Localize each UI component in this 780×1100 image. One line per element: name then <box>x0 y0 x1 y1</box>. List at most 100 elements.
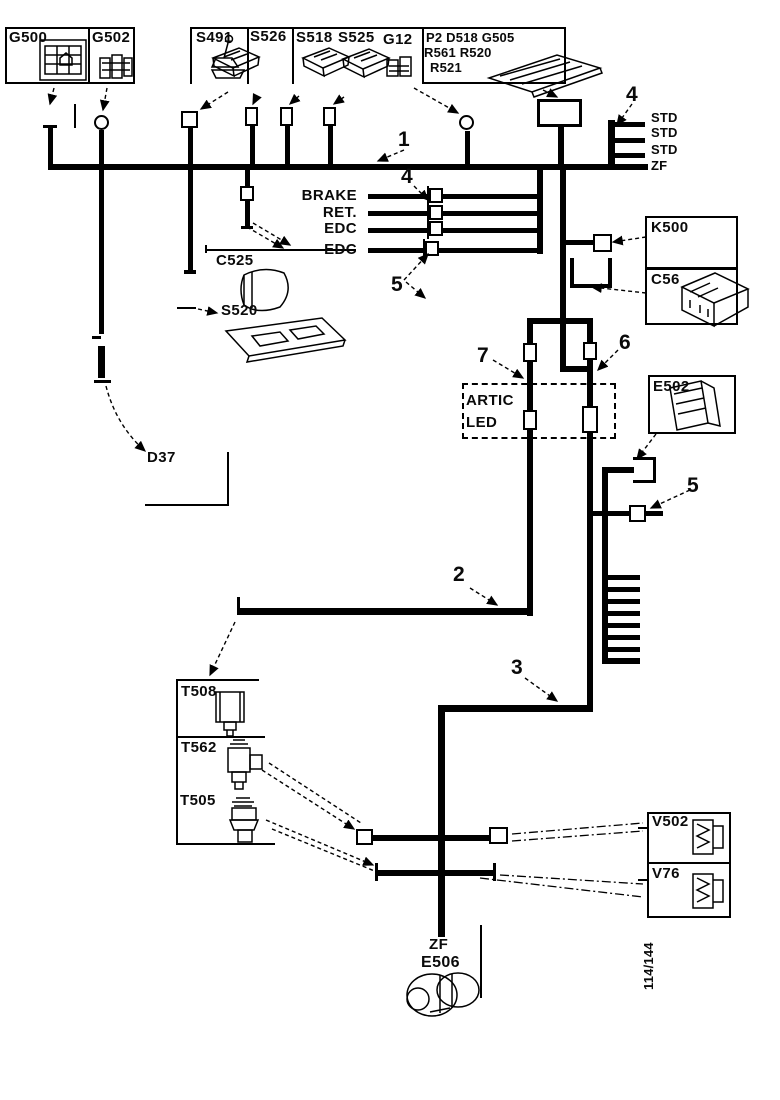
index-4-top: 4 <box>626 83 638 106</box>
wire-junction-bar <box>527 318 593 324</box>
sensor-icon-t562 <box>227 739 263 790</box>
wire-stub-panel <box>558 127 564 167</box>
wire-edc1 <box>368 228 540 233</box>
wire-comb-spine <box>608 120 615 168</box>
leader-g500 <box>47 87 58 106</box>
wire-v76-cross <box>378 870 496 876</box>
comb-tooth <box>608 575 640 580</box>
inline-connector-brake <box>429 188 443 203</box>
c56-bracket-left <box>570 258 574 288</box>
wire-stub-s525 <box>328 126 333 166</box>
index-2: 2 <box>453 563 465 586</box>
connector-icon-g12 <box>386 56 412 77</box>
wire-main-bus <box>48 164 648 170</box>
label-zf-bottom: ZF <box>429 936 449 953</box>
leader-7 <box>492 359 525 379</box>
leader-panel <box>542 88 559 98</box>
comb-tooth-std <box>615 122 645 127</box>
t-box-left <box>176 680 178 844</box>
wire-vertical-6 <box>587 324 593 712</box>
index-6: 6 <box>619 331 631 354</box>
sensor-icon-t508 <box>215 691 245 737</box>
connector-panel <box>537 99 582 127</box>
label-c56: C56 <box>651 271 680 288</box>
label-panel-line3: R521 <box>430 60 462 75</box>
comb-tooth <box>608 611 640 616</box>
leader-s518 <box>288 93 301 105</box>
label-g502: G502 <box>92 29 131 46</box>
splice-tick <box>92 336 101 339</box>
wire-end-tip <box>241 226 253 229</box>
leader-s520 <box>197 306 219 316</box>
wire-right-vertical <box>560 170 566 322</box>
c56-bracket-right <box>608 258 612 288</box>
leader-e502 <box>636 433 657 461</box>
leader-1 <box>376 149 405 162</box>
leader-k500 <box>611 235 647 246</box>
callout-divider <box>88 27 90 84</box>
leader-tick <box>74 104 76 128</box>
leader-3 <box>524 677 559 702</box>
leader-6 <box>597 349 619 371</box>
inline-connector-edc2 <box>425 241 439 256</box>
v-box-divider <box>647 862 731 864</box>
inline-connector-c525 <box>240 186 254 201</box>
t-box-divider <box>176 736 265 738</box>
wire-stub-e502 <box>602 467 634 473</box>
inline-connector <box>523 410 537 430</box>
sensor-icon-t505 <box>228 797 260 843</box>
label-t508: T508 <box>181 683 217 700</box>
label-e506: E506 <box>421 954 460 971</box>
label-v76: V76 <box>652 865 680 882</box>
terminal-tick <box>237 597 240 615</box>
index-3: 3 <box>511 656 523 679</box>
leader-s526 <box>252 93 262 106</box>
wire-ret <box>368 211 540 216</box>
wire-branch-k500 <box>566 240 594 245</box>
leader-t508 <box>209 621 236 677</box>
comb-tooth-bottom <box>602 658 640 664</box>
artic-led-dashed-box <box>462 383 616 439</box>
callout-box-e502 <box>648 375 736 434</box>
label-edc-1: EDC <box>324 220 357 237</box>
leader-c525-b <box>252 222 292 246</box>
leader-2 <box>469 587 499 606</box>
comb-tooth-std <box>615 138 645 143</box>
leader-c525-a <box>246 226 285 249</box>
connector-left <box>356 829 373 845</box>
index-7: 7 <box>477 344 489 367</box>
comb-tooth <box>608 647 640 652</box>
wire-d37-segment <box>98 346 105 378</box>
label-brake: BRAKE <box>301 187 357 204</box>
label-d37: D37 <box>147 449 176 466</box>
index-5-right: 5 <box>687 474 699 497</box>
wire-stub-g500 <box>48 128 53 166</box>
comb-tooth-std <box>615 153 645 158</box>
label-k500: K500 <box>651 219 689 236</box>
inline-connector-5 <box>629 505 646 522</box>
connector-tick <box>423 239 425 258</box>
terminal-tick <box>94 380 111 383</box>
label-s491: S491 <box>196 29 233 46</box>
wire-edc2 <box>368 248 540 253</box>
wire-branch-5 <box>593 511 663 516</box>
leader-d37 <box>105 385 147 452</box>
leader-v502-a <box>511 822 644 835</box>
wire-end-tip <box>184 270 196 274</box>
ring-terminal-g502 <box>94 115 109 130</box>
index-5-mid: 5 <box>391 273 403 296</box>
leader-5-right <box>649 489 691 509</box>
connector-s491 <box>181 111 198 128</box>
leader-tick <box>205 245 207 253</box>
callout-divider <box>247 27 249 84</box>
label-t562: T562 <box>181 739 217 756</box>
switch-icon-s525 <box>341 48 391 79</box>
leader-t562-b <box>268 762 362 824</box>
connector-tick <box>427 203 429 222</box>
index-1: 1 <box>398 128 410 151</box>
switch-icon-s526 <box>211 47 261 78</box>
leader-s525 <box>332 94 345 105</box>
label-std-1: STD <box>651 110 678 125</box>
page-number: 114/144 <box>641 942 656 990</box>
wire-stub-s526 <box>250 126 255 166</box>
